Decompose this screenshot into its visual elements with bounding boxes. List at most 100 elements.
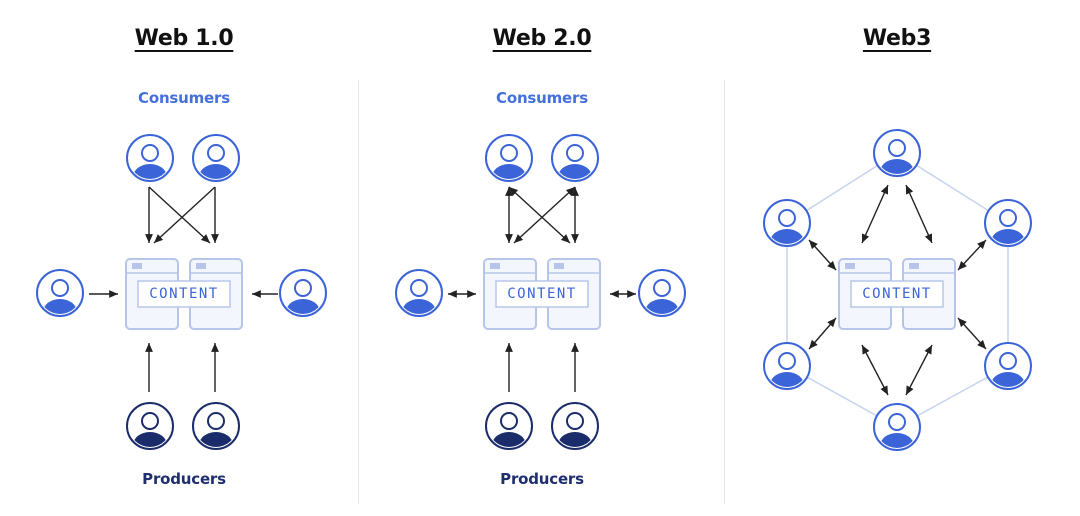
web1-consumer-arrow [148,186,211,244]
avatar-figure [195,405,237,447]
web2-consumer-arrow [508,186,571,244]
avatar-head [999,209,1017,227]
connection-arrows [89,184,987,396]
web2-content-label: CONTENT [507,286,577,302]
content-page-tab [845,263,855,269]
web2-consumer-node [485,134,533,182]
content-label-frame [850,280,944,308]
web1-consumer-node [279,269,327,317]
avatar-figure [129,137,171,179]
avatar-figure [987,345,1029,387]
web3-peer-node [763,199,811,247]
web1-consumer-arrow [153,186,216,244]
web3-peer-node [763,342,811,390]
web3-arrow [905,344,933,396]
web2-producer-node [485,402,533,450]
avatar-head [500,144,518,162]
web1-consumers-label: Consumers [138,89,230,107]
avatar-figure [766,202,808,244]
avatar-head [888,413,906,431]
web3-arrow [905,184,933,244]
web1-producer-node [192,402,240,450]
avatar-head [500,412,518,430]
web1-consumer-node [192,134,240,182]
web3-peer-node [984,199,1032,247]
avatar-figure [488,137,530,179]
web3-arrow [808,239,837,271]
web3-peer-node [873,129,921,177]
web1-consumer-node [36,269,84,317]
web3-peer-node [873,403,921,451]
avatar-head [778,352,796,370]
web1-content-label: CONTENT [149,286,219,302]
panel-divider-1 [358,80,359,504]
web3-arrow [808,317,837,350]
web2-producer-node [551,402,599,450]
avatar-head [566,412,584,430]
avatar-body [880,433,914,448]
content-page-tab [909,263,919,269]
avatar-body [991,229,1025,244]
avatar-body [645,299,679,314]
avatar-head [141,412,159,430]
web2-content-box [483,258,601,330]
web1-consumer-node [126,134,174,182]
avatar-body [492,164,526,179]
web1-title: Web 1.0 [134,26,234,51]
web3-arrow [957,239,987,271]
panel-divider-2 [724,80,725,504]
web3-content-box [838,258,956,330]
web2-consumer-arrow [513,186,576,244]
content-page-tab [490,263,500,269]
web2-producers-label: Producers [500,470,584,488]
avatar-figure [282,272,324,314]
web3-peer-node [984,342,1032,390]
avatar-head [141,144,159,162]
avatar-head [51,279,69,297]
content-label-frame [495,280,589,308]
avatar-body [286,299,320,314]
avatar-figure [195,137,237,179]
avatar-figure [876,132,918,174]
avatar-figure [398,272,440,314]
avatar-figure [488,405,530,447]
web2-consumers-label: Consumers [496,89,588,107]
avatar-figure [39,272,81,314]
avatar-head [653,279,671,297]
web3-arrow [957,317,987,350]
avatar-body [133,432,167,447]
avatar-body [770,372,804,387]
web3-content-label: CONTENT [862,286,932,302]
avatar-head [294,279,312,297]
web1-producers-label: Producers [142,470,226,488]
avatar-figure [876,406,918,448]
avatar-body [558,164,592,179]
avatar-head [888,139,906,157]
avatar-body [558,432,592,447]
avatar-body [199,164,233,179]
avatar-figure [129,405,171,447]
web3-arrow [861,344,889,396]
content-page-tab [554,263,564,269]
avatar-figure [554,137,596,179]
avatar-head [999,352,1017,370]
web3-arrow [861,184,889,244]
avatar-figure [987,202,1029,244]
avatar-body [991,372,1025,387]
content-label-frame [137,280,231,308]
web2-consumer-node [395,269,443,317]
avatar-body [492,432,526,447]
user-nodes [36,129,1032,451]
content-boxes [125,258,956,330]
avatar-figure [554,405,596,447]
avatar-body [880,159,914,174]
avatar-body [199,432,233,447]
content-page-tab [132,263,142,269]
avatar-body [402,299,436,314]
avatar-head [207,144,225,162]
web2-consumer-node [638,269,686,317]
web2-title: Web 2.0 [492,26,592,51]
avatar-head [207,412,225,430]
avatar-body [770,229,804,244]
